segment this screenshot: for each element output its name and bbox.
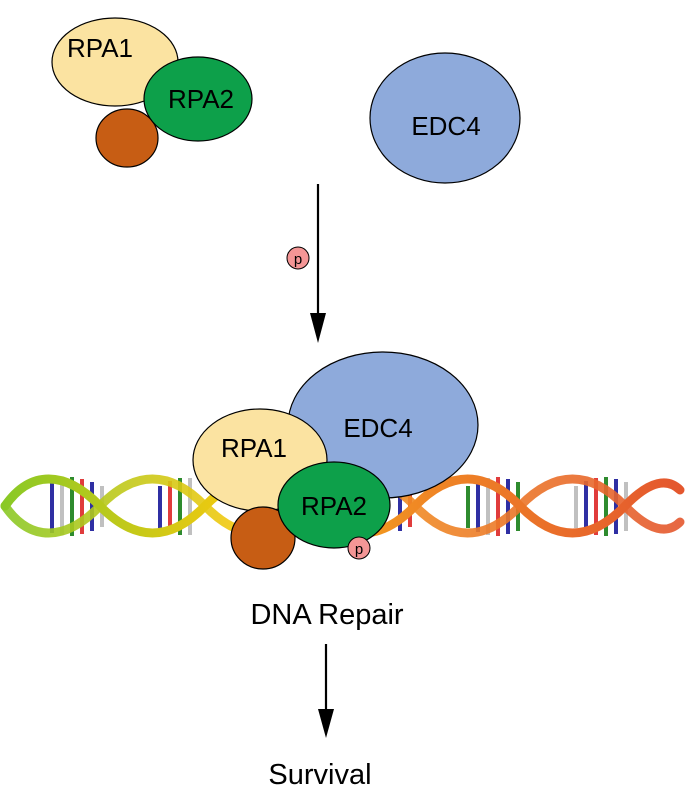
bottom-rpa3-shape: [230, 506, 296, 570]
arrow-head: [310, 313, 326, 343]
bottom-rpa2-label: RPA2: [301, 491, 367, 521]
phospho-badge-top: p: [286, 246, 310, 270]
top-edc4: EDC4: [369, 52, 521, 184]
phospho-badge-bottom: p: [347, 536, 371, 560]
phospho-label-bottom: p: [355, 541, 363, 558]
top-rpa2-label: RPA2: [168, 84, 234, 114]
bottom-rpa2-shape: [277, 461, 391, 549]
repair-to-survival-arrow: [318, 644, 334, 738]
phosphorylation-arrow: [310, 184, 326, 343]
bottom-edc4-label: EDC4: [343, 413, 412, 443]
top-rpa2-shape: [143, 56, 253, 142]
phospho-label-top: p: [294, 251, 302, 268]
top-rpa1-label: RPA1: [67, 33, 133, 63]
top-rpa3-shape: [95, 108, 159, 168]
arrow-head-lower: [318, 709, 334, 738]
top-edc4-label: EDC4: [411, 111, 480, 141]
dna-repair-label: DNA Repair: [250, 599, 403, 631]
top-edc4-shape: [369, 52, 521, 184]
bottom-rpa-complex: RPA1 RPA2 p: [192, 408, 391, 570]
top-rpa-complex: RPA1 RPA2: [51, 17, 253, 168]
survival-label: Survival: [268, 759, 371, 791]
bottom-rpa1-label: RPA1: [221, 433, 287, 463]
